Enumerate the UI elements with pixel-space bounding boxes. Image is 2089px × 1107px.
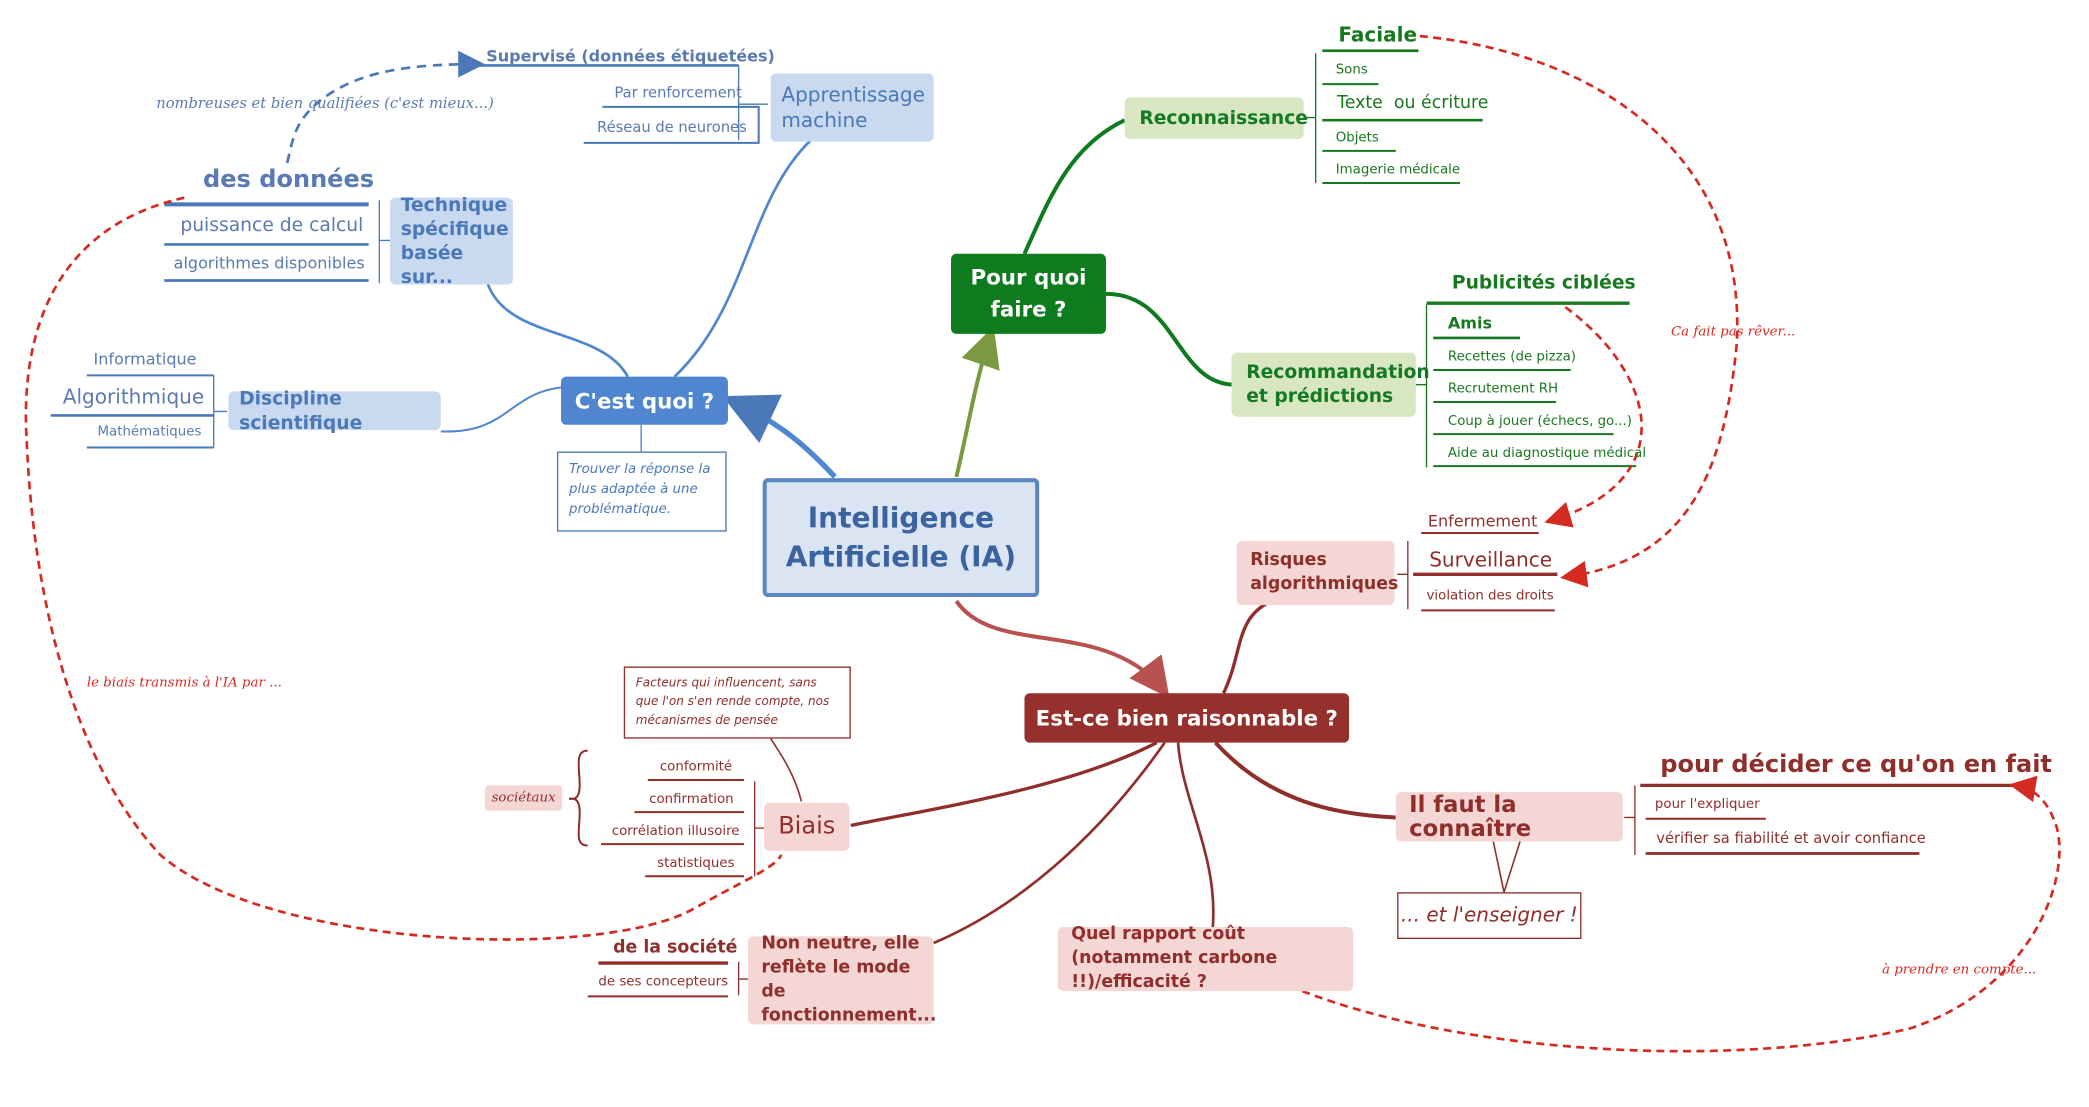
subtopic-risques-label: Risques algorithmiques xyxy=(1250,550,1399,595)
subtopic-discipline[interactable]: Discipline scientifique xyxy=(228,388,441,433)
subtopic-neutre-label: Non neutre, elle reflète le mode de fonc… xyxy=(761,933,937,1026)
subtopic-connaitre-label: Il faut la connaître xyxy=(1409,791,1532,843)
leaf-informatique[interactable]: Informatique xyxy=(93,349,197,369)
leaf-recettes[interactable]: Recettes (de pizza) xyxy=(1447,349,1577,365)
leaf-puissance[interactable]: puissance de calcul xyxy=(180,215,364,237)
leaf-algorithmique[interactable]: Algorithmique xyxy=(62,384,205,409)
note-enseigner: ... et l'enseigner ! xyxy=(1397,892,1582,939)
leaf-surveillance[interactable]: Surveillance xyxy=(1429,547,1553,572)
topic-cest-quoi[interactable]: C'est quoi ? xyxy=(560,376,728,425)
leaf-algorithmes[interactable]: algorithmes disponibles xyxy=(173,253,365,273)
topic-raisonnable-label: Est-ce bien raisonnable ? xyxy=(1035,705,1338,731)
topic-cest-quoi-label: C'est quoi ? xyxy=(574,388,715,414)
leaf-sons[interactable]: Sons xyxy=(1335,62,1368,78)
leaf-violation[interactable]: violation des droits xyxy=(1426,589,1554,604)
leaf-mathematiques[interactable]: Mathématiques xyxy=(97,424,202,440)
leaf-imagerie[interactable]: Imagerie médicale xyxy=(1335,162,1461,178)
note-biais: Facteurs qui influencent, sans que l'on … xyxy=(623,666,851,739)
leaf-publicites[interactable]: Publicités ciblées xyxy=(1451,272,1636,294)
subtopic-cout-label: Quel rapport coût (notamment carbone !!)… xyxy=(1071,924,1278,993)
leaf-enfermement[interactable]: Enfermement xyxy=(1427,511,1538,531)
subtopic-technique-label: Technique spécifique basée sur... xyxy=(400,194,509,288)
subtopic-reconnaissance[interactable]: Reconnaissance xyxy=(1124,97,1308,139)
leaf-objets[interactable]: Objets xyxy=(1335,130,1379,146)
leaf-statistiques[interactable]: statistiques xyxy=(657,856,735,871)
annotation-reve: Ca fait pas rêver... xyxy=(1670,324,1796,340)
leaf-societe[interactable]: de la société xyxy=(613,937,738,958)
center-topic[interactable]: Intelligence Artificielle (IA) xyxy=(762,478,1040,598)
leaf-fiabilite[interactable]: vérifier sa fiabilité et avoir confiance xyxy=(1656,829,1926,847)
leaf-expliquer[interactable]: pour l'expliquer xyxy=(1654,797,1760,813)
subtopic-reconnaissance-label: Reconnaissance xyxy=(1139,107,1308,129)
annotation-qualifiees: nombreuses et bien qualifiées (c'est mie… xyxy=(156,94,494,113)
subtopic-risques[interactable]: Risques algorithmiques xyxy=(1236,540,1399,606)
topic-raisonnable[interactable]: Est-ce bien raisonnable ? xyxy=(1024,693,1350,743)
subtopic-recommandation-label: Recommandation et prédictions xyxy=(1246,361,1430,408)
leaf-concepteurs[interactable]: de ses concepteurs xyxy=(598,975,729,990)
subtopic-biais[interactable]: Biais xyxy=(764,802,850,851)
leaf-recrutement[interactable]: Recrutement RH xyxy=(1447,382,1559,397)
label-societaux: sociétaux xyxy=(484,785,563,811)
leaf-correlation[interactable]: corrélation illusoire xyxy=(611,824,740,839)
note-definition: Trouver la réponse la plus adaptée à une… xyxy=(556,451,727,532)
leaf-coup[interactable]: Coup à jouer (échecs, go...) xyxy=(1447,414,1632,429)
leaf-amis[interactable]: Amis xyxy=(1447,313,1493,333)
subtopic-connaitre[interactable]: Il faut la connaître xyxy=(1395,791,1623,843)
leaf-confirmation[interactable]: confirmation xyxy=(649,792,734,807)
subtopic-biais-label: Biais xyxy=(778,812,836,841)
subtopic-cout[interactable]: Quel rapport coût (notamment carbone !!)… xyxy=(1057,924,1354,992)
subtopic-apprentissage[interactable]: Apprentissage machine xyxy=(770,73,934,142)
note-definition-text: Trouver la réponse la plus adaptée à une… xyxy=(569,462,711,517)
center-title: Intelligence Artificielle (IA) xyxy=(785,501,1017,573)
topic-pourquoi-label: Pour quoi faire ? xyxy=(970,264,1087,322)
annotation-compte: à prendre en compte... xyxy=(1882,963,2037,978)
leaf-faciale[interactable]: Faciale xyxy=(1338,22,1418,47)
subtopic-discipline-label: Discipline scientifique xyxy=(239,388,363,434)
note-biais-text: Facteurs qui influencent, sans que l'on … xyxy=(635,677,830,728)
subtopic-apprentissage-label: Apprentissage machine xyxy=(781,82,925,132)
note-enseigner-text: ... et l'enseigner ! xyxy=(1400,902,1578,927)
subtopic-recommandation[interactable]: Recommandation et prédictions xyxy=(1231,352,1430,417)
subtopic-technique[interactable]: Technique spécifique basée sur... xyxy=(390,194,513,288)
leaf-neurones[interactable]: Réseau de neurones xyxy=(597,118,747,137)
leaf-conformite[interactable]: conformité xyxy=(659,760,733,775)
leaf-donnees[interactable]: des données xyxy=(203,165,375,194)
leaf-decider[interactable]: pour décider ce qu'on en fait xyxy=(1660,750,2052,779)
annotation-biais-transmis: le biais transmis à l'IA par ... xyxy=(86,675,282,691)
subtopic-neutre[interactable]: Non neutre, elle reflète le mode de fonc… xyxy=(747,934,936,1026)
topic-pourquoi[interactable]: Pour quoi faire ? xyxy=(951,253,1106,334)
leaf-renforcement[interactable]: Par renforcement xyxy=(614,84,742,102)
leaf-texte[interactable]: Texte ou écriture xyxy=(1337,93,1489,114)
leaf-supervise[interactable]: Supervisé (données étiquetées) xyxy=(486,46,775,66)
leaf-diagnostique[interactable]: Aide au diagnostique médical xyxy=(1447,446,1647,461)
